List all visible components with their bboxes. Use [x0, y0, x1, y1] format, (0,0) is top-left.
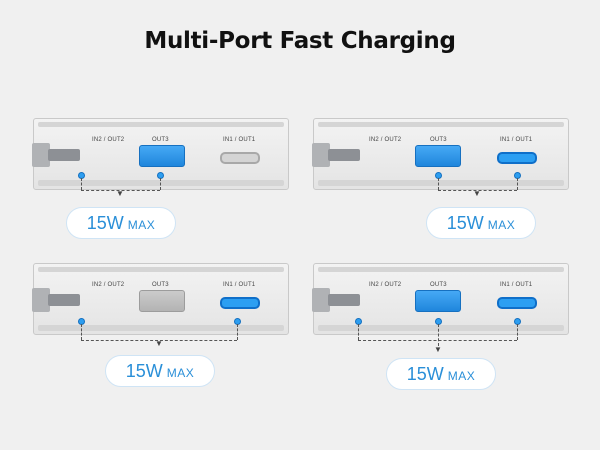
port-label-in1-out1: IN1 / OUT1 — [500, 282, 533, 288]
down-arrow-icon: ▼ — [473, 189, 481, 198]
power-badge: 15W MAX — [386, 358, 496, 390]
power-unit: MAX — [487, 218, 516, 232]
panel-out3-in1: IN2 / OUT2 OUT3 IN1 / OUT1 ▼ 15W MAX — [312, 118, 573, 288]
device-rail — [38, 180, 284, 186]
power-badge: 15W MAX — [66, 207, 176, 239]
power-bank: IN2 / OUT2 OUT3 IN1 / OUT1 — [32, 263, 289, 335]
connector-line — [517, 324, 518, 340]
power-value: 15W — [86, 212, 124, 233]
usb-c-cable-icon — [328, 149, 360, 161]
usb-c-cable-icon — [48, 294, 80, 306]
connector-line — [517, 178, 518, 190]
cable-plug-icon — [32, 288, 50, 312]
usb-c-port-icon — [497, 152, 537, 164]
power-value: 15W — [125, 360, 163, 381]
device-rail — [318, 325, 564, 331]
usb-a-port-icon — [415, 290, 461, 312]
usb-c-port-icon — [220, 152, 260, 164]
cable-plug-icon — [312, 288, 330, 312]
usb-a-port-icon — [415, 145, 461, 167]
device-rail — [38, 122, 284, 127]
port-label-in2-out2: IN2 / OUT2 — [92, 282, 125, 288]
device-rail — [318, 122, 564, 127]
cable-plug-icon — [32, 143, 50, 167]
port-label-in1-out1: IN1 / OUT1 — [500, 137, 533, 143]
port-label-in2-out2: IN2 / OUT2 — [92, 137, 125, 143]
port-label-out3: OUT3 — [430, 282, 447, 288]
power-bank: IN2 / OUT2 OUT3 IN1 / OUT1 — [312, 118, 569, 190]
cable-plug-icon — [312, 143, 330, 167]
port-label-in1-out1: IN1 / OUT1 — [223, 282, 256, 288]
connector-line — [237, 324, 238, 340]
connector-line — [438, 190, 517, 191]
panel-in2-in1: IN2 / OUT2 OUT3 IN1 / OUT1 ▼ 15W MAX — [32, 263, 293, 433]
connector-line — [358, 340, 517, 341]
port-label-in2-out2: IN2 / OUT2 — [369, 282, 402, 288]
connector-line — [438, 178, 439, 190]
port-label-in1-out1: IN1 / OUT1 — [223, 137, 256, 143]
usb-c-port-icon — [220, 297, 260, 309]
power-badge: 15W MAX — [105, 355, 215, 387]
usb-a-port-icon — [139, 145, 185, 167]
connector-line — [81, 178, 82, 190]
port-label-out3: OUT3 — [430, 137, 447, 143]
connector-line — [81, 340, 237, 341]
usb-c-port-icon — [497, 297, 537, 309]
power-unit: MAX — [127, 218, 156, 232]
power-unit: MAX — [166, 366, 195, 380]
down-arrow-icon: ▼ — [155, 339, 163, 348]
usb-c-cable-icon — [328, 294, 360, 306]
connector-line — [438, 324, 439, 346]
connector-line — [81, 324, 82, 340]
usb-c-cable-icon — [48, 149, 80, 161]
port-label-in2-out2: IN2 / OUT2 — [369, 137, 402, 143]
down-arrow-icon: ▼ — [434, 345, 442, 354]
power-value: 15W — [406, 363, 444, 384]
connector-line — [358, 324, 359, 340]
power-badge: 15W MAX — [426, 207, 536, 239]
usb-a-port-icon — [139, 290, 185, 312]
device-rail — [38, 267, 284, 272]
port-label-out3: OUT3 — [152, 137, 169, 143]
down-arrow-icon: ▼ — [116, 189, 124, 198]
panel-all-ports: IN2 / OUT2 OUT3 IN1 / OUT1 ▼ 15W MAX — [312, 263, 573, 433]
port-label-out3: OUT3 — [152, 282, 169, 288]
power-bank: IN2 / OUT2 OUT3 IN1 / OUT1 — [312, 263, 569, 335]
connector-line — [160, 178, 161, 190]
power-unit: MAX — [447, 369, 476, 383]
device-rail — [318, 267, 564, 272]
power-bank: IN2 / OUT2 OUT3 IN1 / OUT1 — [32, 118, 289, 190]
connector-line — [81, 190, 160, 191]
device-rail — [38, 325, 284, 331]
page-title: Multi-Port Fast Charging — [144, 28, 456, 54]
device-rail — [318, 180, 564, 186]
panel-in2-out3: IN2 / OUT2 OUT3 IN1 / OUT1 ▼ 15W MAX — [32, 118, 293, 288]
power-value: 15W — [446, 212, 484, 233]
